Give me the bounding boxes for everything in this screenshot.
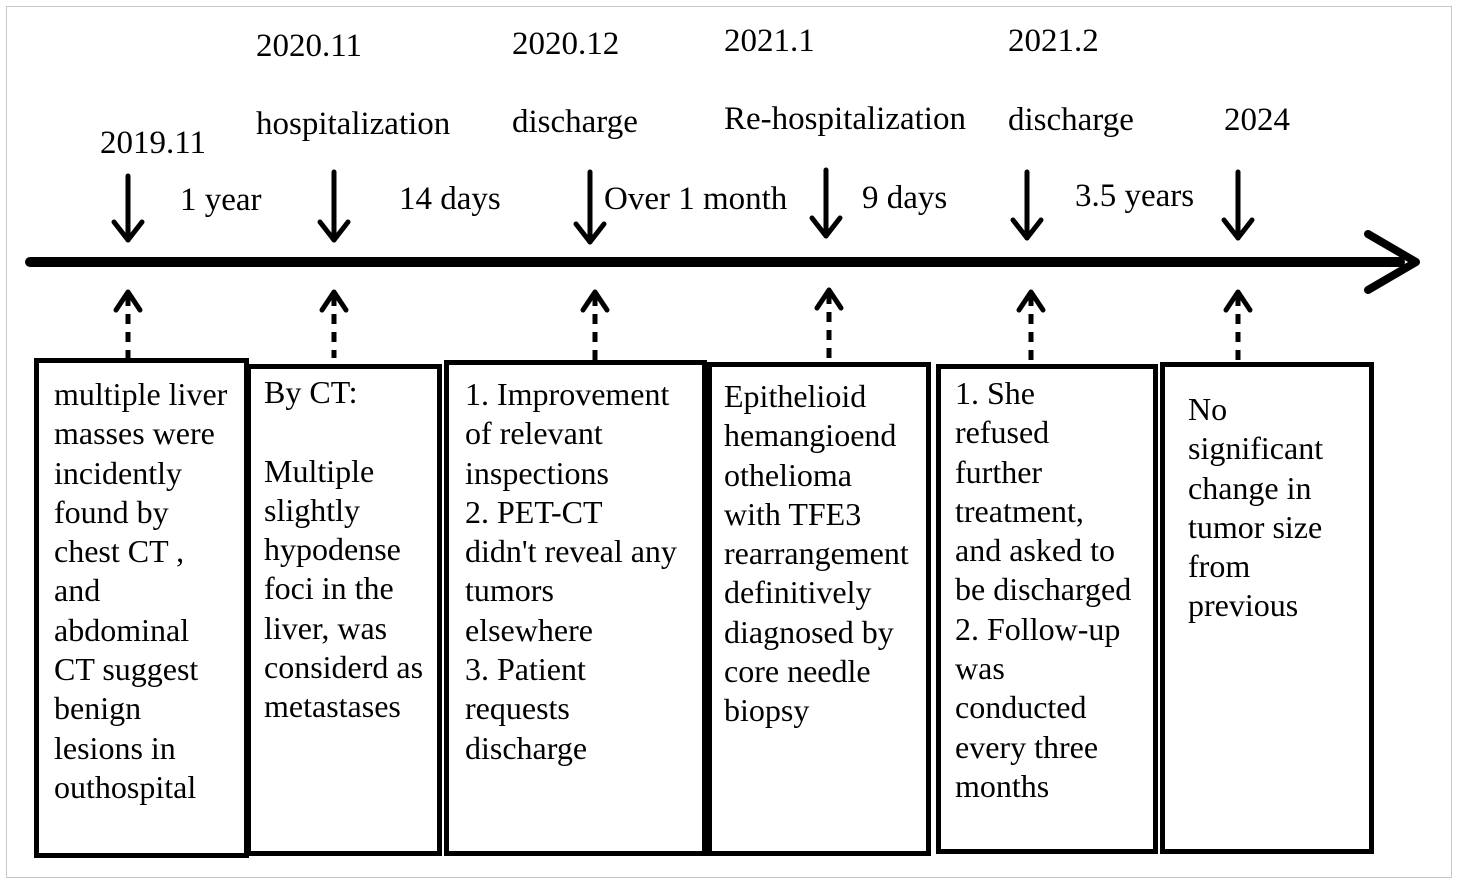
figure-frame: [6, 6, 1452, 878]
event-label: discharge: [1008, 102, 1134, 138]
down-arrow-icon: [573, 169, 607, 245]
interval-label: Over 1 month: [604, 181, 788, 217]
interval-label: 14 days: [399, 181, 501, 217]
dashed-up-arrow-icon: [580, 289, 610, 360]
event-box-text: By CT: Multiple slightly hypodense foci …: [264, 374, 424, 725]
event-label: Re-hospitalization: [724, 101, 966, 137]
interval-label: 9 days: [862, 180, 948, 216]
event-box: [444, 360, 707, 856]
event-box: [936, 364, 1158, 854]
down-arrow-icon: [317, 169, 351, 243]
event-label: hospitalization: [256, 106, 451, 142]
event-box-text: 1. She refused further treatment, and as…: [955, 375, 1132, 804]
event-box-text: multiple liver masses were incidently fo…: [54, 376, 228, 805]
date-label: 2019.11: [100, 125, 207, 161]
dashed-up-arrow-icon: [1223, 289, 1253, 362]
event-box-text: Epithelioid hemangioend othelioma with T…: [724, 378, 909, 729]
event-box: [34, 358, 249, 858]
event-label: discharge: [512, 104, 638, 140]
interval-label: 1 year: [180, 182, 262, 218]
down-arrow-icon: [809, 167, 843, 239]
down-arrow-icon: [1221, 169, 1255, 241]
dashed-up-arrow-icon: [1016, 289, 1046, 360]
timeline-arrowhead: [1364, 230, 1420, 294]
event-box-text: No significant change in tumor size from…: [1188, 391, 1324, 624]
date-label: 2021.1: [724, 23, 815, 59]
down-arrow-icon: [1010, 169, 1044, 241]
down-arrow-icon: [111, 173, 145, 243]
event-box: [1160, 362, 1374, 854]
date-label: 2021.2: [1008, 23, 1099, 59]
date-label: 2020.12: [512, 26, 620, 62]
dashed-up-arrow-icon: [814, 287, 844, 360]
date-label: 2024: [1224, 102, 1290, 138]
date-label: 2020.11: [256, 28, 363, 64]
event-box: [707, 362, 931, 856]
dashed-up-arrow-icon: [319, 289, 349, 358]
dashed-up-arrow-icon: [113, 289, 143, 358]
event-box: [246, 364, 442, 856]
event-box-text: 1. Improvement of relevant inspections 2…: [465, 376, 677, 766]
interval-label: 3.5 years: [1075, 178, 1195, 214]
